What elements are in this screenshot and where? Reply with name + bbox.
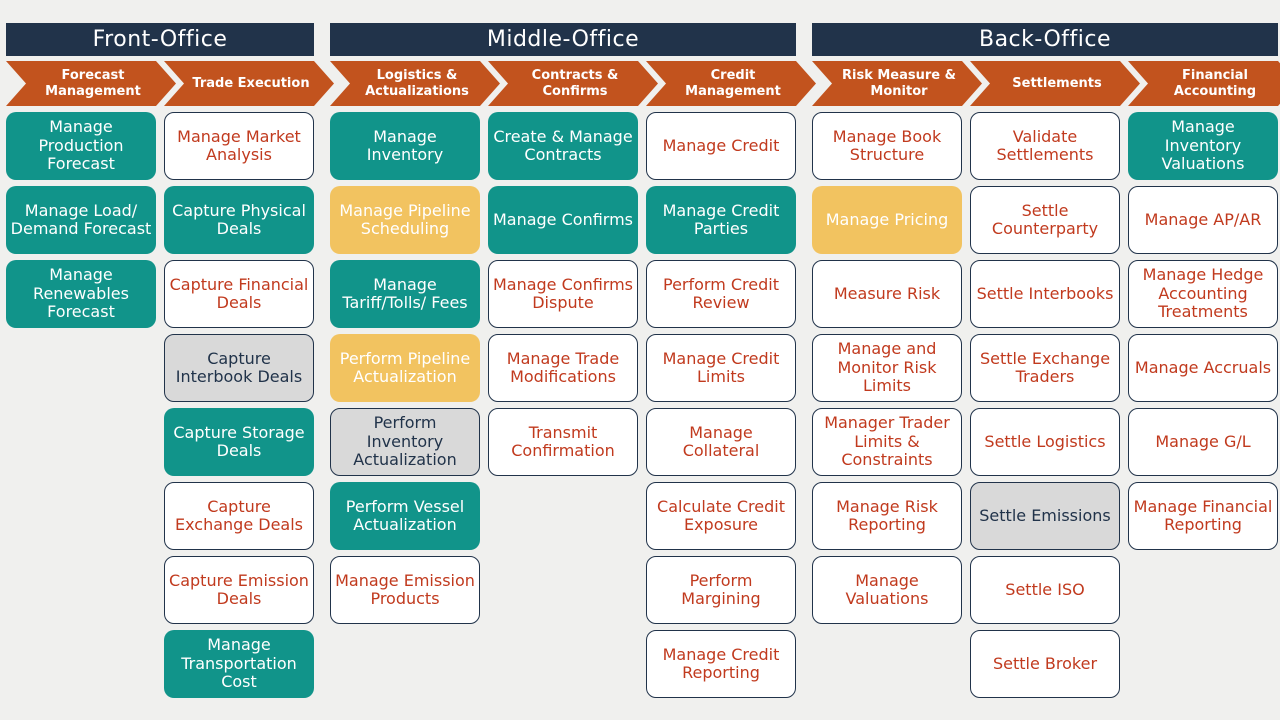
- process-box: Create & Manage Contracts: [488, 112, 638, 180]
- phase-chevron-banner: Financial Accounting: [1128, 61, 1280, 106]
- section-header: Back-Office: [812, 23, 1278, 56]
- process-box: Manage Emission Products: [330, 556, 480, 624]
- process-box: Manage Risk Reporting: [812, 482, 962, 550]
- phase-label: Credit Management: [685, 67, 781, 99]
- process-box: Manage AP/AR: [1128, 186, 1278, 254]
- process-box: Manage Book Structure: [812, 112, 962, 180]
- process-box: Manage Trade Modifications: [488, 334, 638, 402]
- phase-chevron-banner: Logistics & Actualizations: [330, 61, 500, 106]
- process-box: Manage Accruals: [1128, 334, 1278, 402]
- process-box: Manage Load/ Demand Forecast: [6, 186, 156, 254]
- process-box: Manage Credit: [646, 112, 796, 180]
- process-box: Validate Settlements: [970, 112, 1120, 180]
- section-header: Middle-Office: [330, 23, 796, 56]
- phase-chevron-banner: Contracts & Confirms: [488, 61, 658, 106]
- process-box: Manage G/L: [1128, 408, 1278, 476]
- process-box: Perform Credit Review: [646, 260, 796, 328]
- process-box: Settle Exchange Traders: [970, 334, 1120, 402]
- process-box: Capture Storage Deals: [164, 408, 314, 476]
- process-box: Perform Vessel Actualization: [330, 482, 480, 550]
- process-box: Manage Hedge Accounting Treatments: [1128, 260, 1278, 328]
- phase-chevron-banner: Forecast Management: [6, 61, 176, 106]
- phase-label: Logistics & Actualizations: [365, 67, 469, 99]
- phase-label: Financial Accounting: [1173, 67, 1257, 99]
- process-box: Manage Credit Limits: [646, 334, 796, 402]
- process-box: Settle Broker: [970, 630, 1120, 698]
- process-box: Settle Counterparty: [970, 186, 1120, 254]
- process-box: Measure Risk: [812, 260, 962, 328]
- process-box: Settle Interbooks: [970, 260, 1120, 328]
- phase-label: Trade Execution: [192, 75, 310, 91]
- process-box: Settle Logistics: [970, 408, 1120, 476]
- process-box: Capture Emission Deals: [164, 556, 314, 624]
- process-box: Manage Pipeline Scheduling: [330, 186, 480, 254]
- process-box: Capture Exchange Deals: [164, 482, 314, 550]
- phase-chevron-banner: Trade Execution: [164, 61, 334, 106]
- process-box: Capture Physical Deals: [164, 186, 314, 254]
- process-box: Perform Inventory Actualization: [330, 408, 480, 476]
- phase-chevron-banner: Settlements: [970, 61, 1140, 106]
- process-box: Manage Credit Parties: [646, 186, 796, 254]
- process-box: Manage Collateral: [646, 408, 796, 476]
- process-box: Manage Transportation Cost: [164, 630, 314, 698]
- phase-label: Settlements: [1012, 75, 1102, 91]
- process-box: Manage Financial Reporting: [1128, 482, 1278, 550]
- phase-chevron-banner: Credit Management: [646, 61, 816, 106]
- process-box: Manager Trader Limits & Constraints: [812, 408, 962, 476]
- process-box: Manage Tariff/Tolls/ Fees: [330, 260, 480, 328]
- process-box: Manage Confirms Dispute: [488, 260, 638, 328]
- process-box: Manage Market Analysis: [164, 112, 314, 180]
- process-box: Perform Pipeline Actualization: [330, 334, 480, 402]
- phase-label: Risk Measure & Monitor: [842, 67, 956, 99]
- process-box: Transmit Confirmation: [488, 408, 638, 476]
- process-box: Manage Production Forecast: [6, 112, 156, 180]
- section-header: Front-Office: [6, 23, 314, 56]
- process-box: Manage Valuations: [812, 556, 962, 624]
- process-box: Settle ISO: [970, 556, 1120, 624]
- process-box: Calculate Credit Exposure: [646, 482, 796, 550]
- process-box: Manage Credit Reporting: [646, 630, 796, 698]
- process-box: Manage Inventory Valuations: [1128, 112, 1278, 180]
- phase-label: Contracts & Confirms: [531, 67, 619, 99]
- process-box: Manage Confirms: [488, 186, 638, 254]
- process-box: Manage and Monitor Risk Limits: [812, 334, 962, 402]
- process-box: Capture Interbook Deals: [164, 334, 314, 402]
- process-box: Manage Pricing: [812, 186, 962, 254]
- process-box: Manage Renewables Forecast: [6, 260, 156, 328]
- process-box: Manage Inventory: [330, 112, 480, 180]
- process-box: Capture Financial Deals: [164, 260, 314, 328]
- process-box: Perform Margining: [646, 556, 796, 624]
- phase-chevron-banner: Risk Measure & Monitor: [812, 61, 982, 106]
- process-box: Settle Emissions: [970, 482, 1120, 550]
- phase-label: Forecast Management: [45, 67, 141, 99]
